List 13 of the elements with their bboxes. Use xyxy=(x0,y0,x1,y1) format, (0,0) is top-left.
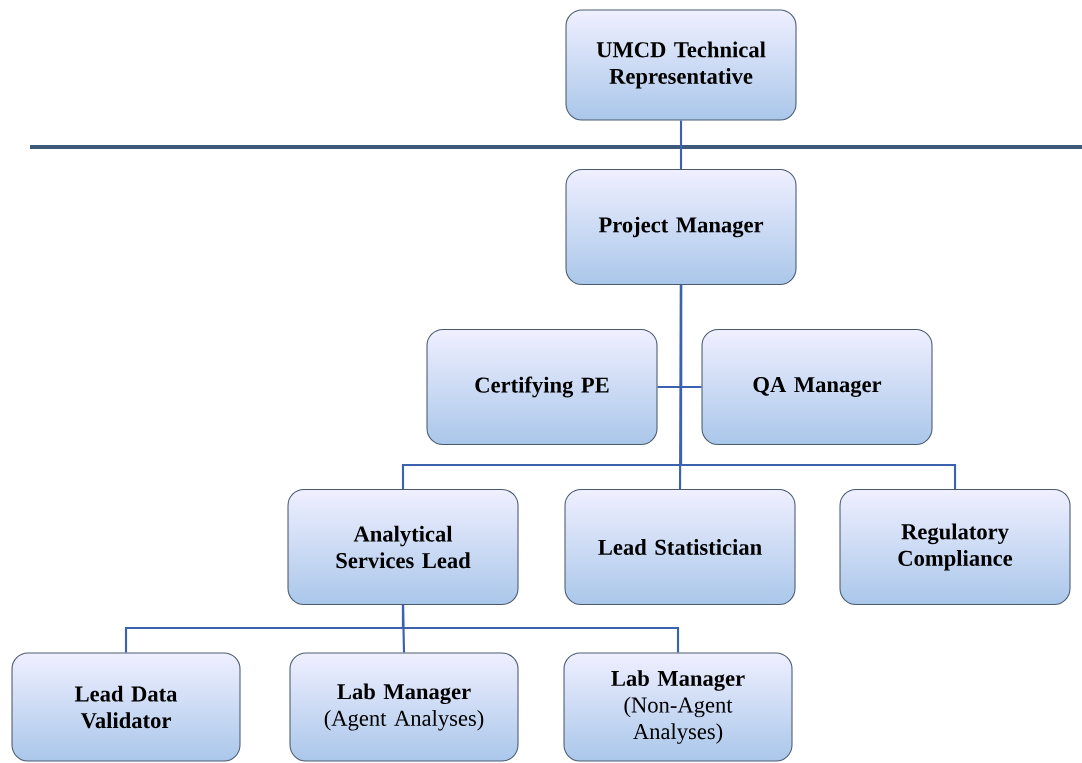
org-box: UMCD Technical Representative xyxy=(565,9,797,121)
connector-line xyxy=(679,120,683,169)
org-box: Lead Statistician xyxy=(564,488,796,606)
org-box: QA Manager xyxy=(701,328,933,446)
org-box: Analytical Services Lead xyxy=(287,488,519,606)
org-box: Lead Data Validator xyxy=(11,652,241,762)
connector-line xyxy=(679,285,957,489)
connector-line xyxy=(401,605,680,653)
org-box: Lab Manager (Non-Agent Analyses) xyxy=(563,652,793,762)
org-box: Project Manager xyxy=(565,168,797,286)
org-box: Lab Manager (Agent Analyses) xyxy=(289,652,519,762)
org-box: Certifying PE xyxy=(426,328,658,446)
org-box: Regulatory Compliance xyxy=(839,488,1071,606)
